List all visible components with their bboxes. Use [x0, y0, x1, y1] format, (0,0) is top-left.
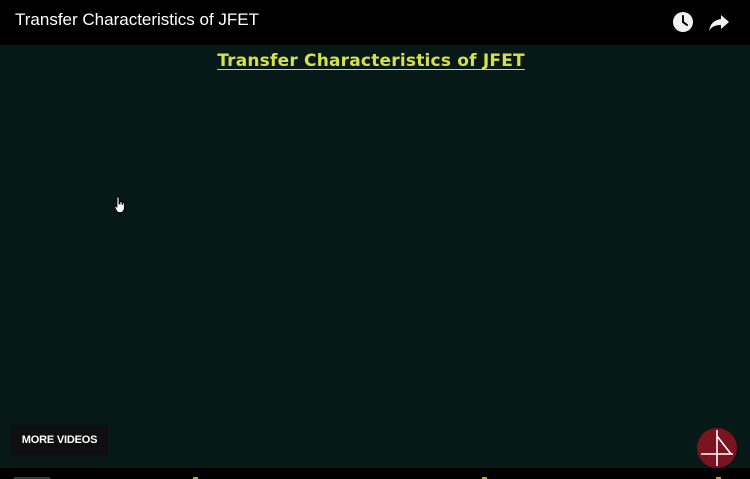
- channel-logo-icon[interactable]: [697, 428, 737, 468]
- clock-icon[interactable]: [671, 10, 695, 34]
- progress-strip: [0, 468, 750, 479]
- hand-cursor-icon: [114, 196, 126, 214]
- progress-segment: [14, 477, 50, 479]
- board-title: Transfer Characteristics of JFET: [217, 51, 525, 71]
- video-title[interactable]: Transfer Characteristics of JFET: [15, 10, 260, 29]
- chapter-marker: [193, 477, 198, 479]
- chapter-marker: [716, 477, 721, 479]
- chapter-marker: [482, 477, 487, 479]
- share-arrow-icon[interactable]: [707, 10, 731, 34]
- video-frame[interactable]: Transfer Characteristics of JFET MORE VI…: [0, 45, 750, 468]
- player-top-bar: Transfer Characteristics of JFET: [0, 0, 750, 45]
- more-videos-button[interactable]: MORE VIDEOS: [11, 425, 108, 455]
